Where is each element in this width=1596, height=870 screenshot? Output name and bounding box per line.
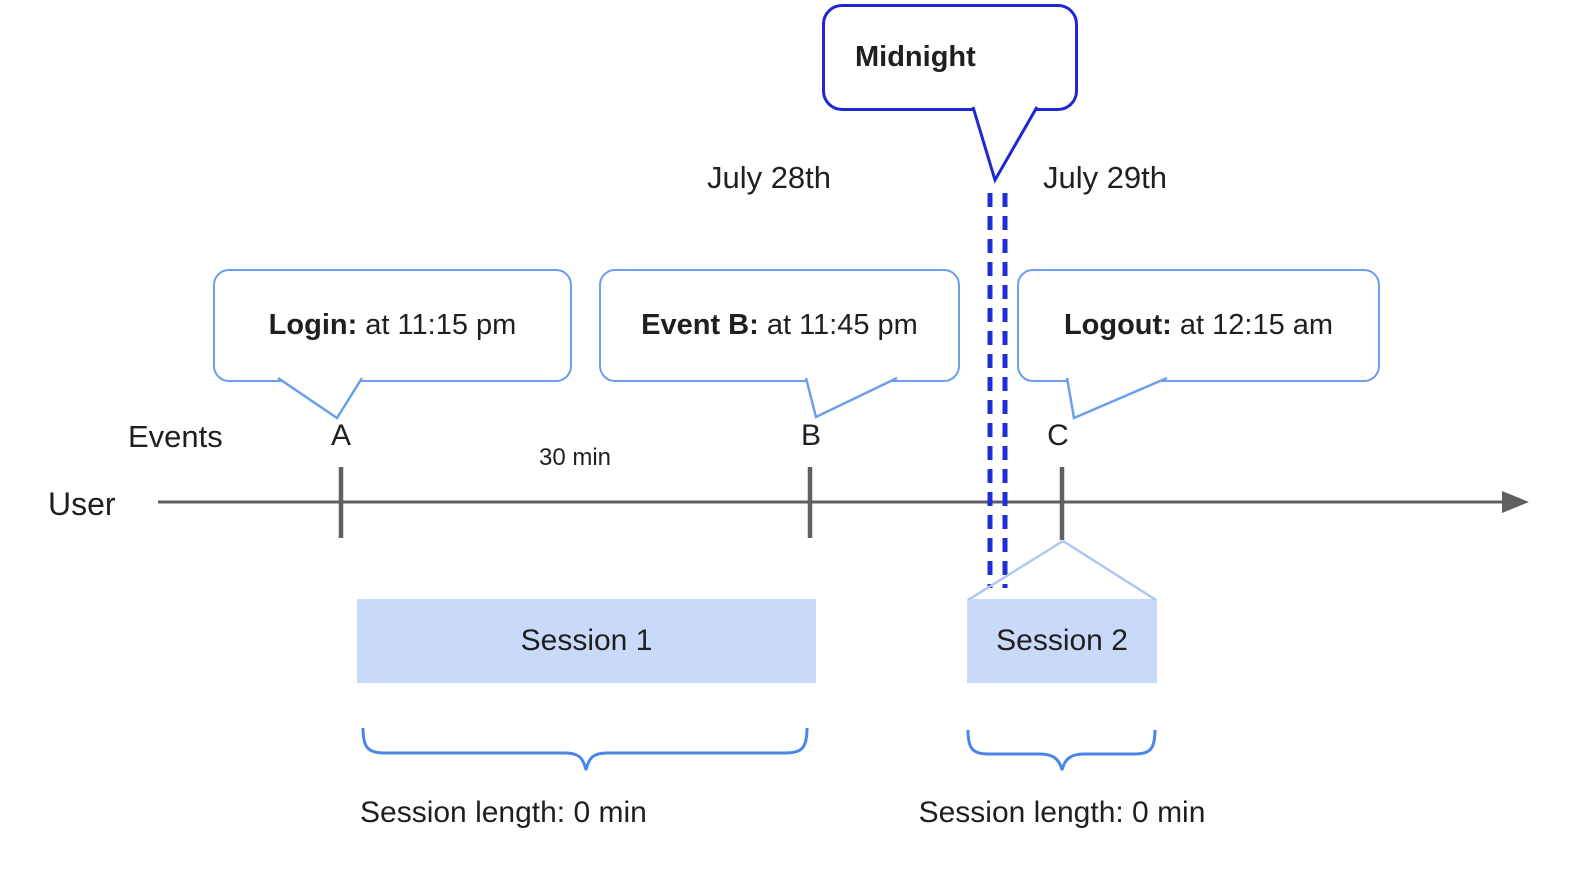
logout-callout-title: Logout: [1063, 309, 1172, 341]
timeline-arrowhead-icon [1502, 491, 1529, 513]
logout-callout-tail [1065, 376, 1168, 420]
event-marker-a-label: A [330, 419, 351, 452]
events-axis-label: Events [128, 419, 223, 454]
event-b-callout-title: Event B: [641, 309, 759, 341]
session-1-brace [361, 727, 809, 771]
date-label-july-29: July 29th [1042, 160, 1168, 195]
event-marker-c-label: C [1047, 419, 1069, 452]
midnight-callout-label: Midnight [855, 41, 976, 73]
session-1-length-label: Session length: 0 min [360, 796, 647, 829]
session-1-box: Session 1 [357, 599, 816, 683]
login-callout-tail [277, 376, 364, 420]
user-axis-label: User [48, 486, 116, 522]
login-callout: Login: at 11:15 pm [213, 269, 572, 382]
session-2-connector-left [967, 539, 1064, 602]
event-b-callout-time: at 11:45 pm [758, 309, 918, 341]
session-1-label: Session 1 [520, 624, 653, 657]
event-marker-b-label: B [800, 419, 821, 452]
login-callout-title: Login: [268, 309, 358, 341]
session-2-box: Session 2 [967, 599, 1157, 683]
event-b-callout: Event B: at 11:45 pm [599, 269, 960, 382]
logout-callout-time: at 12:15 am [1171, 309, 1334, 341]
session-2-connector-right [1062, 539, 1157, 602]
session-2-label: Session 2 [996, 624, 1128, 657]
login-callout-time: at 11:15 pm [357, 309, 517, 341]
session-2-length-label: Session length: 0 min [918, 796, 1206, 829]
logout-callout: Logout: at 12:15 am [1017, 269, 1380, 382]
session-2-brace [966, 729, 1157, 771]
midnight-callout: Midnight [822, 4, 1078, 111]
date-label-july-28: July 28th [706, 160, 832, 195]
event-b-callout-tail [804, 376, 898, 419]
interval-label: 30 min [538, 444, 612, 471]
